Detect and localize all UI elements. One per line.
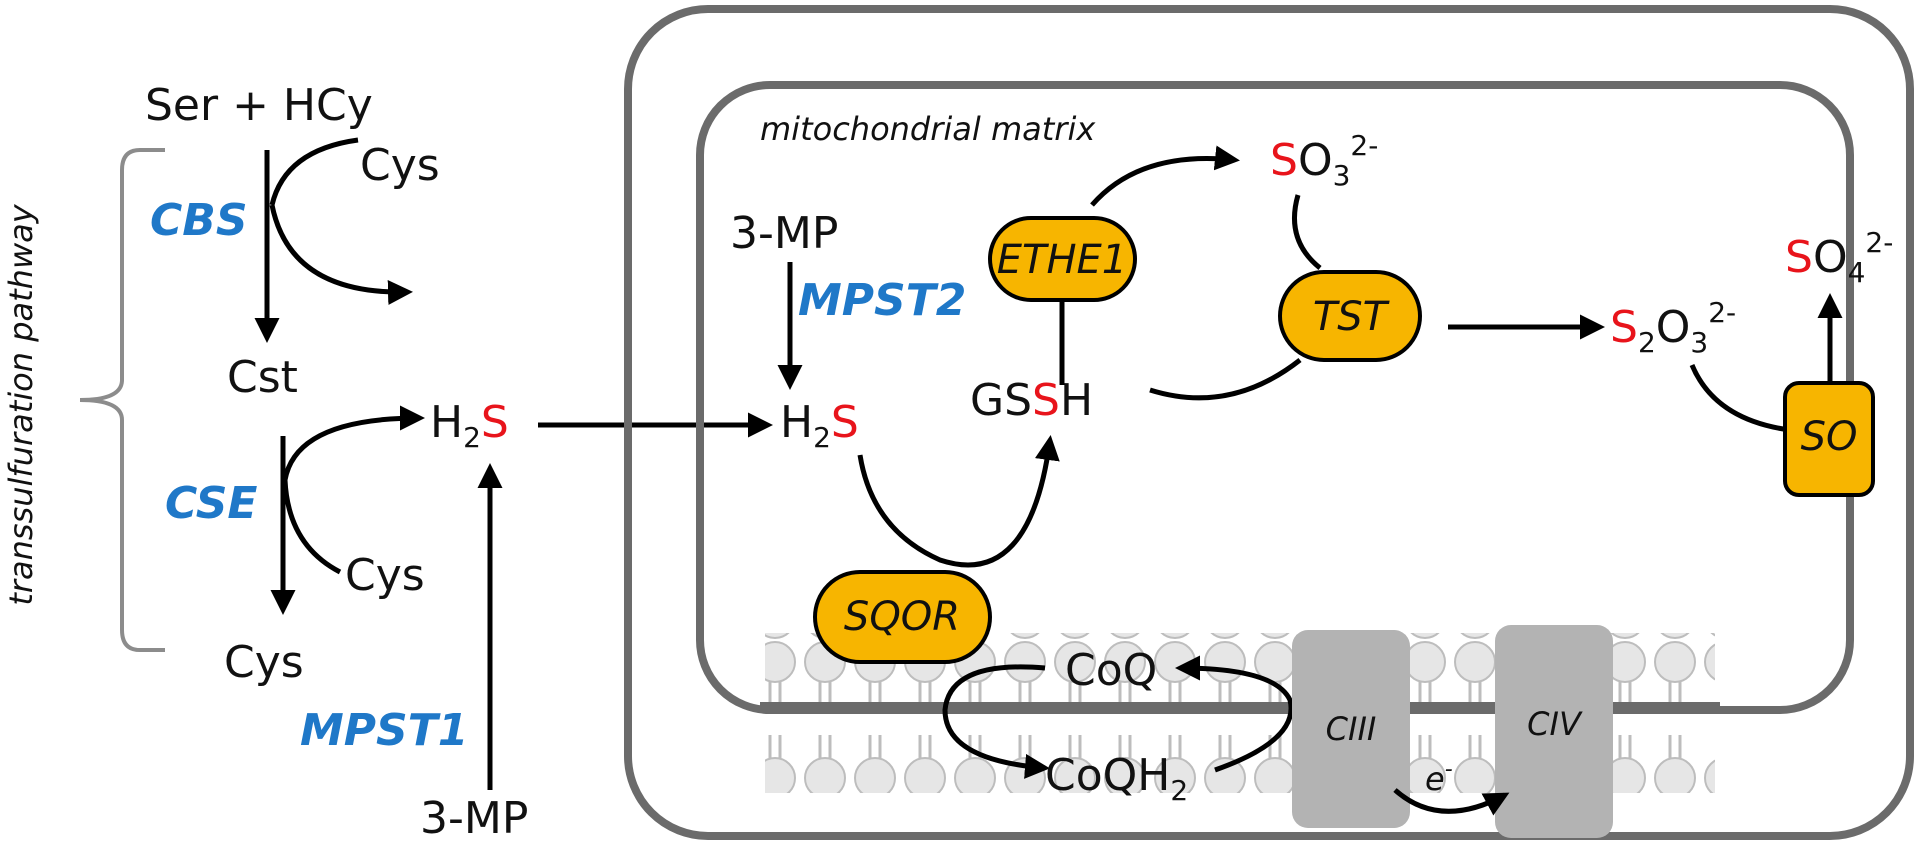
tst-label: TST: [1313, 294, 1391, 340]
cys-side-label: Cys: [345, 550, 425, 601]
cys-bottom-label: Cys: [224, 637, 304, 688]
coq-reduction-curve-arrow: [942, 664, 1050, 779]
coq-label: CoQ: [1065, 645, 1157, 696]
cbs-enzyme-label: CBS: [150, 195, 248, 246]
electron-transfer-arrow: [1393, 788, 1510, 816]
mitochondrial-matrix-label: mitochondrial matrix: [760, 110, 1096, 148]
cbs-cys-branch-arrow: [269, 137, 359, 206]
3mp-inner-label: 3-MP: [730, 208, 838, 259]
cse-cys-input-curve: [282, 479, 342, 575]
sqor-reaction-arrow: [857, 435, 1060, 568]
ciii-label: CIII: [1326, 710, 1377, 748]
h2s-inner-label: H2S: [780, 397, 859, 454]
cse-h2s-output-arrow: [282, 405, 425, 481]
ser-hcy-label: Ser + HCy: [145, 80, 373, 131]
mpst1-enzyme-label: MPST1: [300, 705, 468, 756]
coqh2-oxidation-curve-arrow: [1175, 655, 1294, 773]
sqor-enzyme: [813, 570, 992, 664]
mpst2-enzyme-label: MPST2: [798, 275, 966, 326]
cse-enzyme-label: CSE: [165, 478, 257, 529]
so-label: SO: [1801, 414, 1858, 460]
tst-enzyme: [1278, 270, 1422, 362]
ethe1-enzyme: [988, 216, 1137, 302]
gssh-label: GSSH: [970, 375, 1093, 426]
sulfite-label: SO32-: [1270, 129, 1378, 192]
sqor-label: SQOR: [844, 594, 960, 640]
thiosulfate-label: S2O32-: [1610, 296, 1736, 359]
mitochondrion-outer-membrane: [624, 5, 1914, 840]
cys-product-label: Cys: [360, 140, 440, 191]
transsulfuration-label: transsulfuration pathway: [2, 203, 40, 605]
gssh-to-tst-line: [1149, 358, 1302, 401]
coqh2-label: CoQH2: [1045, 750, 1188, 807]
so3-to-tst-line: [1292, 194, 1322, 270]
ethe1-label: ETHE1: [997, 237, 1128, 283]
cbs-output-curve-arrow: [269, 204, 413, 305]
electron-label: e-: [1425, 757, 1453, 798]
ethe1-to-so3-arrow: [1090, 145, 1240, 207]
thiosulfate-to-so-line: [1689, 364, 1791, 433]
cst-label: Cst: [227, 352, 298, 403]
pathway-brace: [79, 148, 165, 652]
complex-iv: [1495, 625, 1613, 838]
civ-label: CIV: [1527, 705, 1583, 743]
3mp-bottom-label: 3-MP: [420, 793, 528, 844]
complex-iii: [1292, 630, 1410, 828]
sulfate-label: SO42-: [1785, 226, 1893, 289]
h2s-outer-label: H2S: [430, 397, 509, 454]
